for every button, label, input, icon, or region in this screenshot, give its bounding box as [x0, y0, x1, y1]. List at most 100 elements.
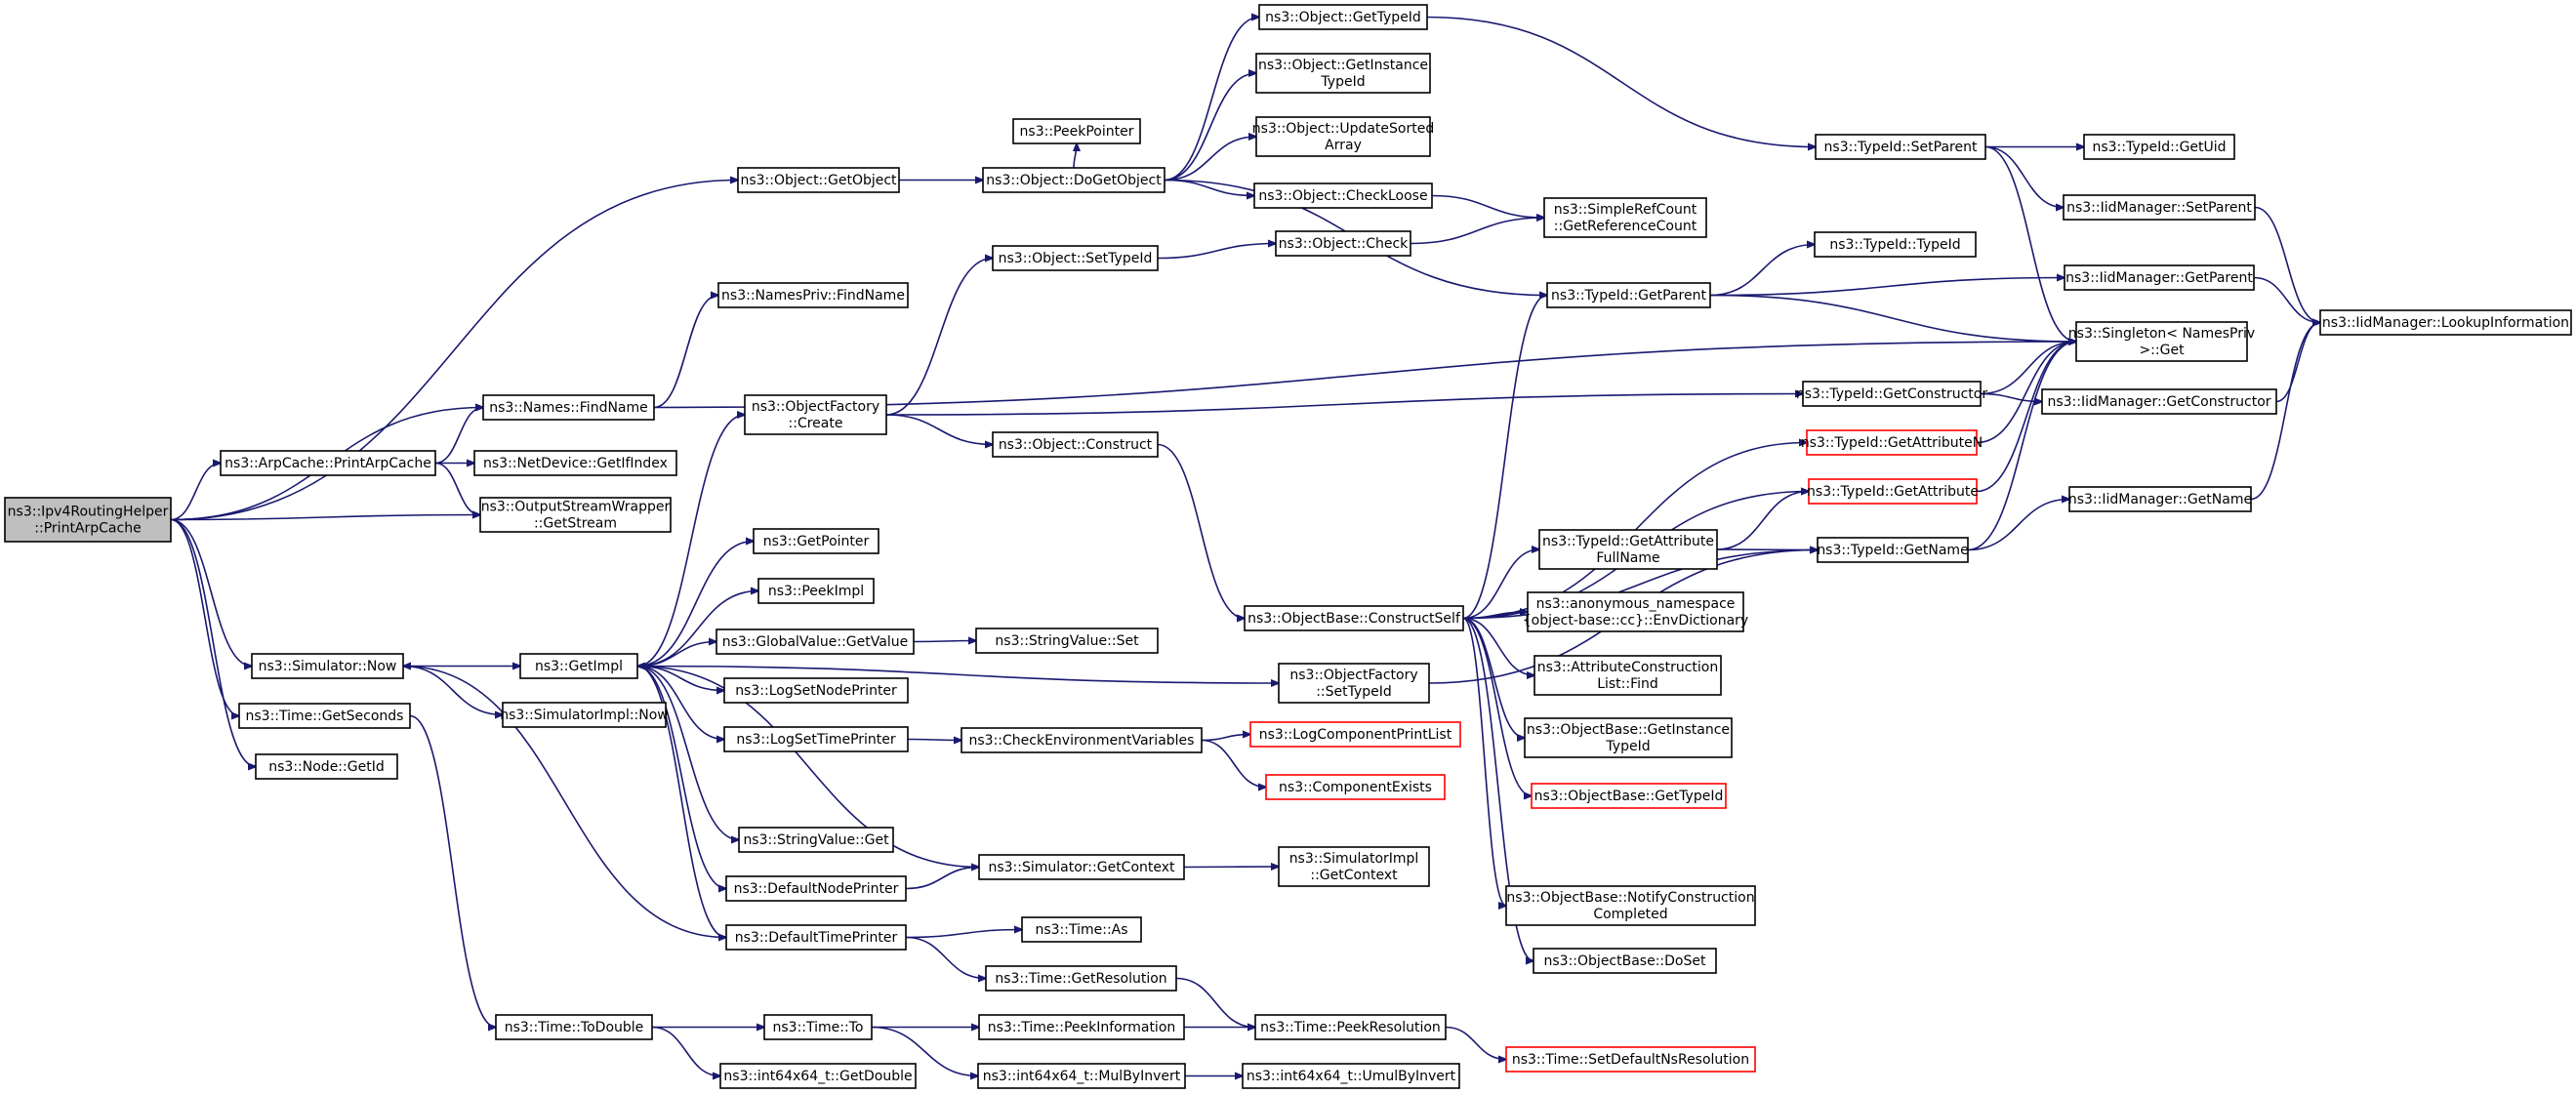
graph-node[interactable]: ns3::Object::CheckLoose: [1253, 182, 1433, 209]
graph-node[interactable]: ns3::TypeId::TypeId: [1814, 231, 1977, 258]
graph-node[interactable]: ns3::DefaultNodePrinter: [725, 875, 907, 902]
node-box: [220, 450, 436, 476]
graph-node[interactable]: ns3::Simulator::GetContext: [978, 854, 1185, 880]
graph-node[interactable]: ns3::Object::GetTypeId: [1258, 4, 1428, 30]
call-edge: [1967, 500, 2069, 551]
graph-node[interactable]: ns3::ObjectFactory::Create: [744, 394, 887, 435]
node-label: Array: [1325, 138, 1362, 153]
graph-node[interactable]: ns3::TypeId::GetParent: [1546, 282, 1711, 308]
node-label: ns3::TypeId::GetAttribute: [1807, 484, 1979, 500]
graph-node[interactable]: ns3::ArpCache::PrintArpCache: [220, 450, 436, 476]
call-edge: [636, 415, 745, 668]
node-label: ns3::anonymous_namespace: [1536, 596, 1736, 612]
graph-node[interactable]: ns3::SimpleRefCount::GetReferenceCount: [1543, 197, 1707, 238]
node-box: [1021, 916, 1142, 943]
node-label: ns3::StringValue::Get: [743, 832, 889, 848]
node-label: ns3::TypeId::GetName: [1817, 543, 1968, 558]
graph-node[interactable]: ns3::Ipv4RoutingHelper::PrintArpCache: [4, 497, 172, 543]
graph-node[interactable]: ns3::IidManager::GetConstructor: [2041, 388, 2277, 415]
node-label: ns3::Object::DoGetObject: [986, 173, 1162, 188]
graph-node[interactable]: ns3::int64x64_t::UmulByInvert: [1242, 1063, 1460, 1089]
node-box: [723, 677, 909, 704]
call-edge: [1984, 145, 2076, 343]
graph-node[interactable]: ns3::Time::ToDouble: [495, 1014, 653, 1040]
node-box: [985, 965, 1177, 992]
graph-node[interactable]: ns3::int64x64_t::MulByInvert: [977, 1063, 1186, 1089]
graph-node[interactable]: ns3::LogComponentPrintList: [1249, 721, 1461, 748]
graph-node[interactable]: ns3::ObjectBase::NotifyConstructionCompl…: [1505, 885, 1756, 926]
graph-node[interactable]: ns3::NamesPriv::FindName: [717, 282, 909, 308]
call-edge: [1157, 244, 1276, 260]
graph-node[interactable]: ns3::Object::SetTypeId: [992, 245, 1159, 271]
graph-node[interactable]: ns3::ObjectBase::DoSet: [1533, 948, 1717, 974]
graph-node[interactable]: ns3::DefaultTimePrinter: [725, 924, 907, 951]
graph-node[interactable]: ns3::PeekPointer: [1012, 118, 1141, 144]
graph-node[interactable]: ns3::OutputStreamWrapper::GetStream: [479, 497, 672, 533]
graph-node[interactable]: ns3::LogSetNodePrinter: [723, 677, 909, 704]
graph-node[interactable]: ns3::IidManager::LookupInformation: [2319, 309, 2572, 336]
node-box: [473, 450, 677, 476]
graph-node[interactable]: ns3::Time::SetDefaultNsResolution: [1505, 1046, 1756, 1073]
node-box: [1249, 721, 1461, 748]
graph-node[interactable]: ns3::Time::PeekInformation: [978, 1014, 1185, 1040]
graph-node[interactable]: ns3::TypeId::GetAttributeN: [1801, 429, 1983, 456]
graph-node[interactable]: ns3::Time::PeekResolution: [1254, 1014, 1447, 1040]
graph-node[interactable]: ns3::Time::GetResolution: [985, 965, 1177, 992]
graph-node[interactable]: ns3::anonymous_namespace{object-base::cc…: [1523, 591, 1748, 632]
graph-node[interactable]: ns3::StringValue::Get: [738, 827, 894, 853]
graph-node[interactable]: ns3::TypeId::SetParent: [1815, 134, 1986, 160]
node-label: ns3::DefaultTimePrinter: [735, 930, 898, 946]
graph-node[interactable]: ns3::Object::GetObject: [737, 167, 900, 193]
graph-node[interactable]: ns3::TypeId::GetConstructor: [1796, 381, 1987, 407]
graph-node[interactable]: ns3::IidManager::GetParent: [2064, 264, 2255, 291]
node-box: [1505, 1046, 1756, 1073]
graph-node[interactable]: ns3::SimulatorImpl::Now: [500, 702, 669, 728]
call-edge: [1164, 73, 1256, 182]
graph-node[interactable]: ns3::Object::Check: [1275, 230, 1411, 257]
graph-node[interactable]: ns3::ComponentExists: [1265, 774, 1446, 800]
node-label: ns3::Object::CheckLoose: [1258, 188, 1427, 204]
graph-node[interactable]: ns3::CheckEnvironmentVariables: [961, 727, 1203, 753]
graph-node[interactable]: ns3::ObjectBase::ConstructSelf: [1244, 605, 1464, 631]
graph-node[interactable]: ns3::Names::FindName: [482, 394, 655, 421]
graph-node[interactable]: ns3::NetDevice::GetIfIndex: [473, 450, 677, 476]
graph-node[interactable]: ns3::IidManager::SetParent: [2063, 194, 2256, 221]
graph-node[interactable]: ns3::TypeId::GetAttribute: [1807, 478, 1979, 505]
graph-node[interactable]: ns3::TypeId::GetUid: [2083, 134, 2235, 160]
graph-node[interactable]: ns3::ObjectBase::GetTypeId: [1531, 783, 1727, 809]
graph-node[interactable]: ns3::PeekImpl: [757, 578, 875, 604]
graph-node[interactable]: ns3::Time::GetSeconds: [238, 703, 411, 729]
graph-node[interactable]: ns3::int64x64_t::GetDouble: [719, 1063, 917, 1089]
graph-node[interactable]: ns3::Singleton< NamesPriv >::Get: [2068, 321, 2255, 362]
graph-node[interactable]: ns3::Time::To: [763, 1014, 873, 1040]
node-label: ns3::Ipv4RoutingHelper: [8, 505, 169, 520]
graph-node[interactable]: ns3::GetPointer: [753, 528, 879, 554]
node-label: ns3::OutputStreamWrapper: [481, 500, 671, 515]
graph-node[interactable]: ns3::Node::GetId: [255, 753, 398, 780]
graph-node[interactable]: ns3::ObjectFactory::SetTypeId: [1278, 663, 1430, 704]
graph-node[interactable]: ns3::LogSetTimePrinter: [723, 726, 909, 752]
node-label: ns3::TypeId::GetParent: [1551, 288, 1706, 304]
graph-node[interactable]: ns3::Object::Construct: [992, 431, 1159, 458]
graph-node[interactable]: ns3::IidManager::GetName: [2068, 486, 2252, 512]
graph-node[interactable]: ns3::Time::As: [1021, 916, 1142, 943]
call-edge: [170, 518, 239, 716]
graph-node[interactable]: ns3::TypeId::GetName: [1817, 537, 1969, 563]
graph-node[interactable]: ns3::SimulatorImpl::GetContext: [1278, 846, 1430, 887]
node-box: [1814, 231, 1977, 258]
graph-node[interactable]: ns3::Object::DoGetObject: [982, 167, 1165, 193]
graph-node[interactable]: ns3::StringValue::Set: [975, 628, 1159, 654]
graph-node[interactable]: ns3::GlobalValue::GetValue: [716, 628, 915, 655]
node-label: ns3::StringValue::Set: [995, 633, 1139, 649]
graph-node[interactable]: ns3::GetImpl: [519, 653, 638, 679]
node-box: [1543, 197, 1707, 238]
node-layer: ns3::Ipv4RoutingHelper::PrintArpCachens3…: [4, 4, 2572, 1089]
graph-node[interactable]: ns3::Simulator::Now: [251, 653, 404, 679]
node-box: [716, 628, 915, 655]
